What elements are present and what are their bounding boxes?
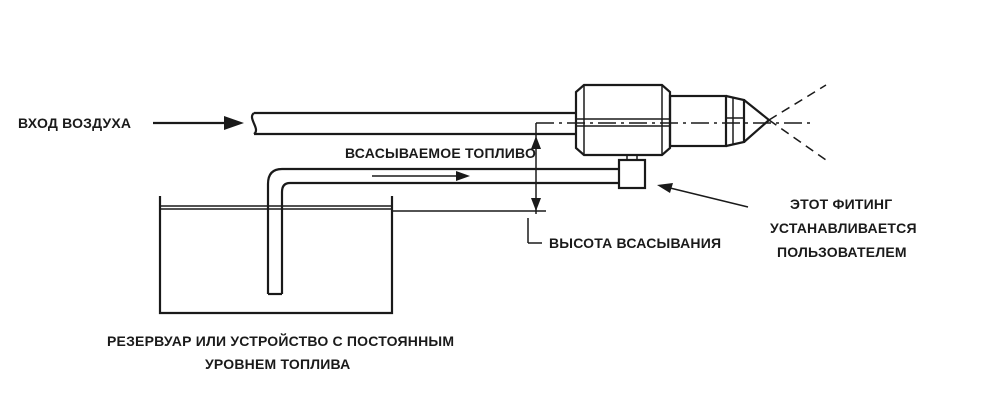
air-inlet-pipe [250,111,576,136]
fitting-label-line2: УСТАНАВЛИВАЕТСЯ [770,220,917,236]
nozzle-body [574,83,771,157]
suction-height-label: ВЫСОТА ВСАСЫВАНИЯ [549,235,721,251]
reservoir-label-line1: РЕЗЕРВУАР ИЛИ УСТРОЙСТВО С ПОСТОЯННЫМ [107,332,454,349]
air-inlet-label: ВХОД ВОЗДУХА [18,115,131,131]
air-inlet-arrow [153,116,244,130]
fuel-suction-label: ВСАСЫВАЕМОЕ ТОПЛИВО [345,145,536,161]
fitting-label-line1: ЭТОТ ФИТИНГ [790,196,892,212]
fuel-flow-arrow [372,171,470,181]
suction-height-dimension [392,123,546,244]
fuel-reservoir [158,196,394,315]
fitting-label-line3: ПОЛЬЗОВАТЕЛЕМ [777,244,907,260]
spray-cone [768,84,827,161]
fuel-suction-tube [266,167,619,296]
fitting-pointer-arrow [657,183,749,208]
fuel-fitting [617,155,647,190]
reservoir-label-line2: УРОВНЕМ ТОПЛИВА [205,356,350,372]
